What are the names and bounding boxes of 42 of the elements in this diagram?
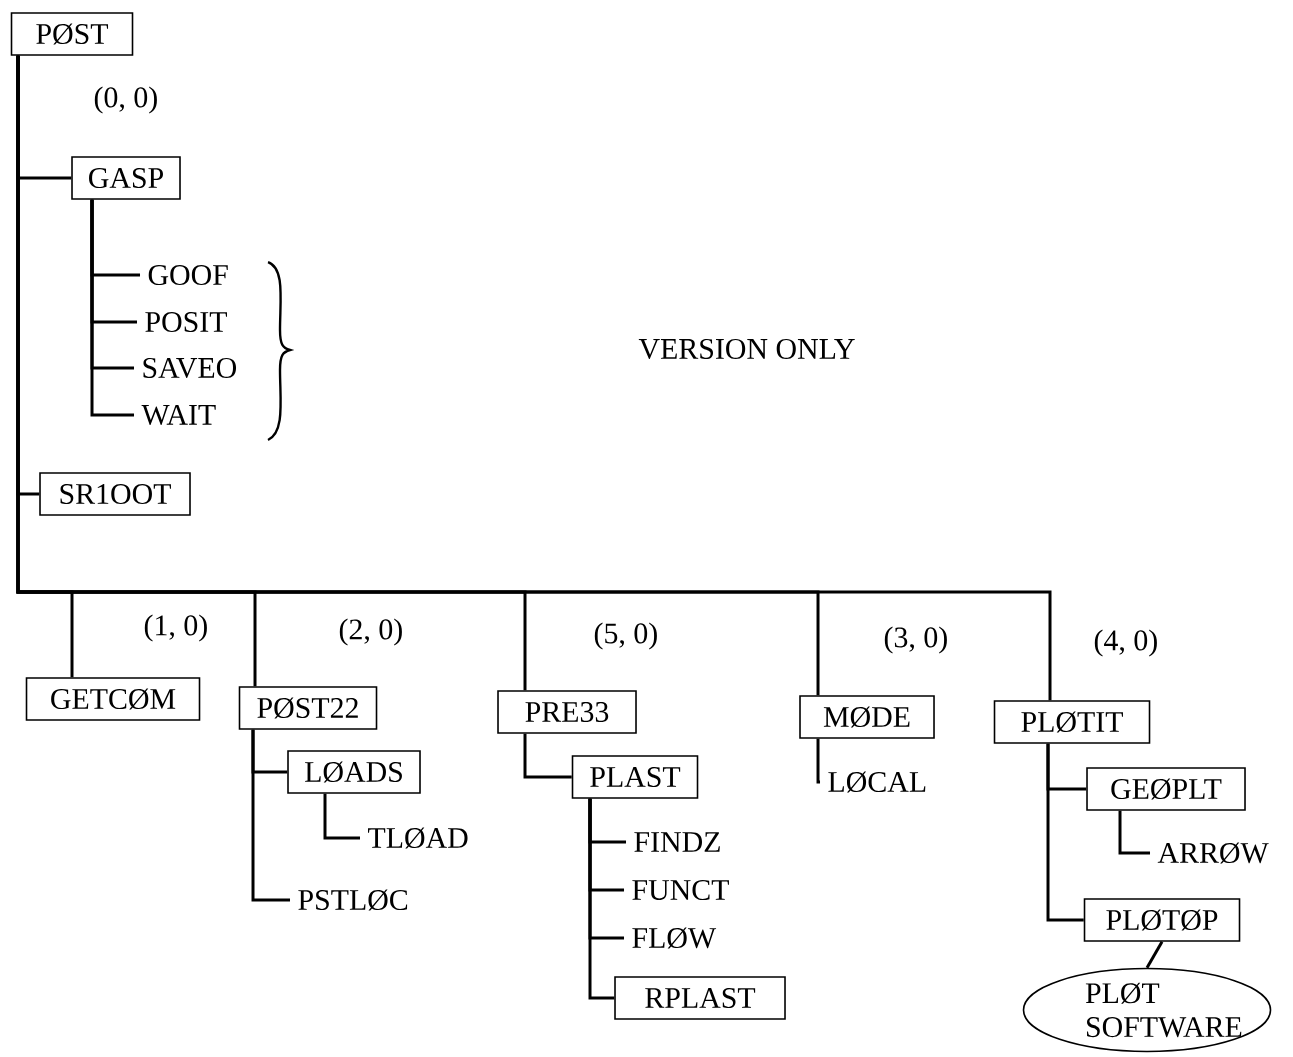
routine-name: POSIT	[145, 312, 227, 333]
routine-name: GOOF	[148, 265, 228, 286]
connector-line	[816, 738, 821, 784]
process-box: GETCØM	[25, 677, 201, 721]
connector-line	[1118, 810, 1150, 855]
process-box: LØADS	[287, 750, 421, 794]
routine-name: TLØAD	[368, 827, 468, 849]
routine-name: PSTLØC	[298, 889, 408, 911]
note-text: VERSION ONLY	[638, 338, 855, 360]
process-box: MØDE	[799, 695, 935, 739]
connector-line	[16, 55, 1052, 701]
routine-name: ARRØW	[1157, 842, 1269, 864]
routine-name: FUNCT	[632, 880, 729, 901]
process-box: RPLAST	[614, 976, 786, 1020]
connector-line	[90, 199, 134, 417]
process-box: PLØTØP	[1083, 898, 1241, 942]
index-label: (1, 0)	[144, 614, 207, 642]
process-box: GASP	[71, 156, 181, 200]
index-label: (3, 0)	[884, 626, 947, 654]
index-label: (0, 0)	[94, 86, 157, 114]
connector-line	[323, 793, 360, 840]
connector-line	[523, 733, 572, 779]
process-box: PØST22	[238, 686, 378, 730]
process-box: PLØTIT	[993, 700, 1151, 744]
routine-name: WAIT	[141, 404, 216, 426]
connector-line	[588, 798, 615, 1000]
index-label: (4, 0)	[1094, 629, 1157, 657]
process-box: PØST	[10, 12, 134, 56]
ellipse-node: PLØT SOFTWARE	[1022, 967, 1272, 1053]
process-box: PLAST	[571, 755, 699, 799]
routine-name: FINDZ	[634, 832, 720, 852]
connector-line	[1145, 941, 1164, 969]
process-box: SR1OOT	[39, 472, 191, 516]
routine-name: FLØW	[632, 927, 717, 949]
process-box: PRE33	[497, 690, 637, 734]
routine-name: LØCAL	[828, 771, 926, 793]
routine-name: SAVEO	[143, 357, 237, 379]
index-label: (5, 0)	[594, 622, 657, 650]
connector-line	[251, 729, 290, 902]
connector-line	[1046, 743, 1084, 922]
process-box: GEØPLT	[1086, 767, 1246, 811]
index-label: (2, 0)	[339, 618, 402, 646]
